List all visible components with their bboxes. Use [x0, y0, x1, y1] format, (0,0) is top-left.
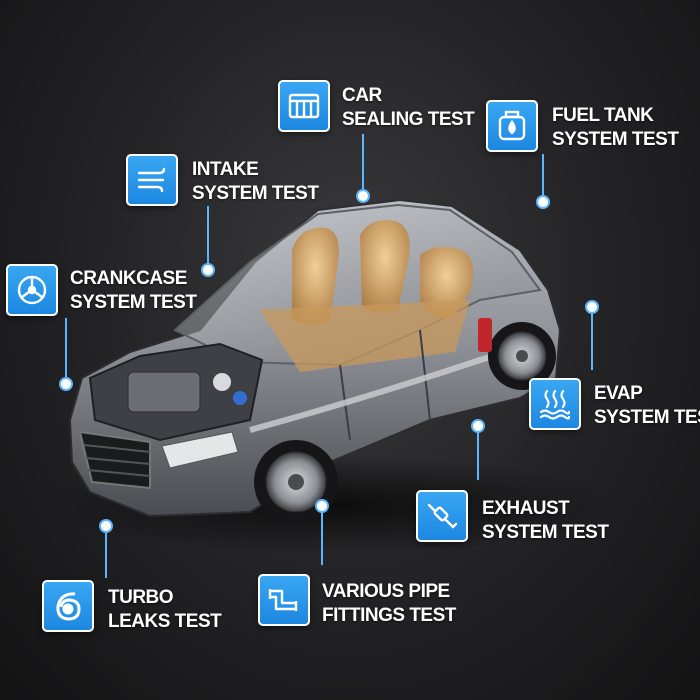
crankshaft-icon: [6, 264, 58, 316]
front-seat: [292, 227, 339, 325]
engine-block: [127, 371, 201, 413]
turbo-label: TURBO LEAKS TEST: [108, 587, 222, 632]
dot-crankcase: [59, 377, 73, 391]
front-hub: [288, 474, 304, 490]
dot-fuel-tank: [536, 195, 550, 209]
air-flow-icon: [126, 154, 178, 206]
exhaust-label: EXHAUST SYSTEM TEST: [482, 498, 609, 543]
dot-intake: [201, 263, 215, 277]
evaporation-icon: [529, 378, 581, 430]
dot-turbo: [99, 519, 113, 533]
crankcase-label: CRANKCASE SYSTEM TEST: [70, 268, 197, 313]
fuel-tank-label: FUEL TANK SYSTEM TEST: [552, 105, 679, 150]
engine-cap-2: [233, 391, 247, 405]
car-window-icon: [278, 80, 330, 132]
dot-pipe-fittings: [315, 499, 329, 513]
exhaust-pipe-icon: [416, 490, 468, 542]
car-sealing-label: CAR SEALING TEST: [342, 85, 475, 130]
dot-car-sealing: [356, 189, 370, 203]
pipe-fittings-label: VARIOUS PIPE FITTINGS TEST: [322, 581, 456, 626]
turbo-icon: [42, 580, 94, 632]
cabin-floor: [260, 300, 470, 372]
dot-evap: [585, 300, 599, 314]
dot-exhaust: [471, 419, 485, 433]
rear-hub: [516, 350, 528, 362]
grille-bars: [83, 444, 151, 477]
suspension-spring: [478, 318, 492, 352]
headlight: [161, 431, 239, 469]
rear-seat: [360, 220, 410, 314]
fuel-can-icon: [486, 100, 538, 152]
intake-label: INTAKE SYSTEM TEST: [192, 159, 319, 204]
pipe-fitting-icon: [258, 574, 310, 626]
engine-cap: [213, 373, 231, 391]
evap-label: EVAP SYSTEM TEST: [594, 383, 700, 428]
